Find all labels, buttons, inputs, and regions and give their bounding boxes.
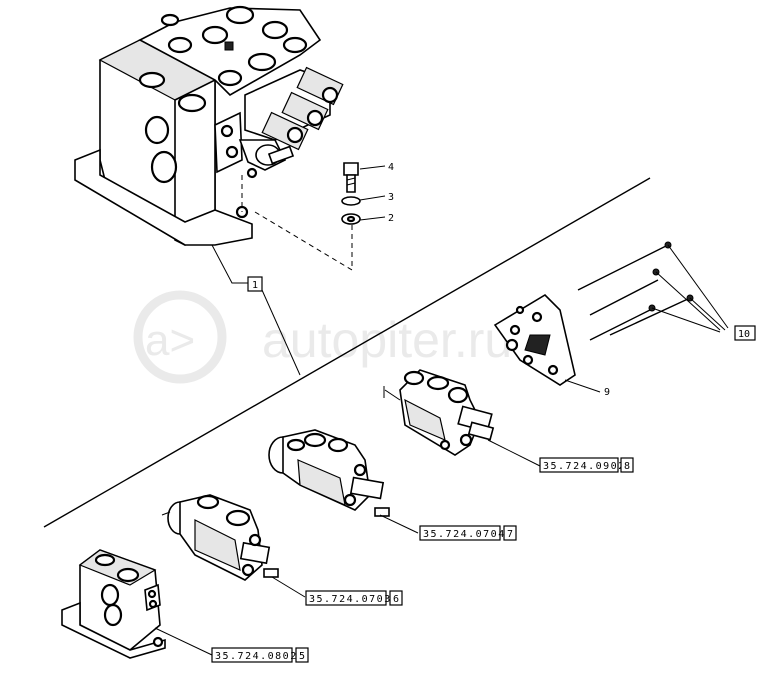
- section-35724-0902: [383, 369, 541, 467]
- ref-item-7: 7: [507, 529, 513, 540]
- callout-1: 1: [252, 280, 258, 291]
- valve-assembly: [74, 5, 353, 271]
- ref-item-6: 6: [393, 594, 399, 605]
- svg-text:a>: a>: [145, 316, 195, 365]
- end-plate: 9: [493, 293, 610, 398]
- ref-code-7: 35.724.0704: [423, 529, 506, 540]
- stud-bolts: 10: [577, 241, 756, 341]
- ref-box-6: 35.724.0703 6: [305, 590, 403, 606]
- ref-item-8: 8: [624, 461, 630, 472]
- ref-code-5: 35.724.0802: [215, 651, 298, 662]
- section-35724-0704: [268, 429, 419, 534]
- callout-9: 9: [604, 387, 610, 398]
- watermark-text: autopiter.ru: [262, 312, 512, 368]
- ref-box-5: 35.724.0802 5: [211, 647, 309, 663]
- ref-box-7: 35.724.0704 7: [419, 525, 517, 541]
- watermark: a> autopiter.ru: [133, 290, 512, 384]
- callout-2: 2: [388, 213, 394, 224]
- ref-code-8: 35.724.0902: [543, 461, 626, 472]
- bolt-washer-group: [341, 162, 386, 225]
- callout-1-box: 1: [211, 244, 301, 376]
- section-35724-0703: [161, 494, 306, 598]
- ref-item-5: 5: [299, 651, 305, 662]
- callout-4: 4: [388, 162, 394, 173]
- ref-box-8: 35.724.0902 8: [539, 457, 634, 473]
- divider-line: [43, 177, 651, 528]
- section-35724-0802: [61, 549, 213, 659]
- ref-code-6: 35.724.0703: [309, 594, 392, 605]
- callout-3: 3: [388, 192, 394, 203]
- callout-10: 10: [738, 329, 750, 340]
